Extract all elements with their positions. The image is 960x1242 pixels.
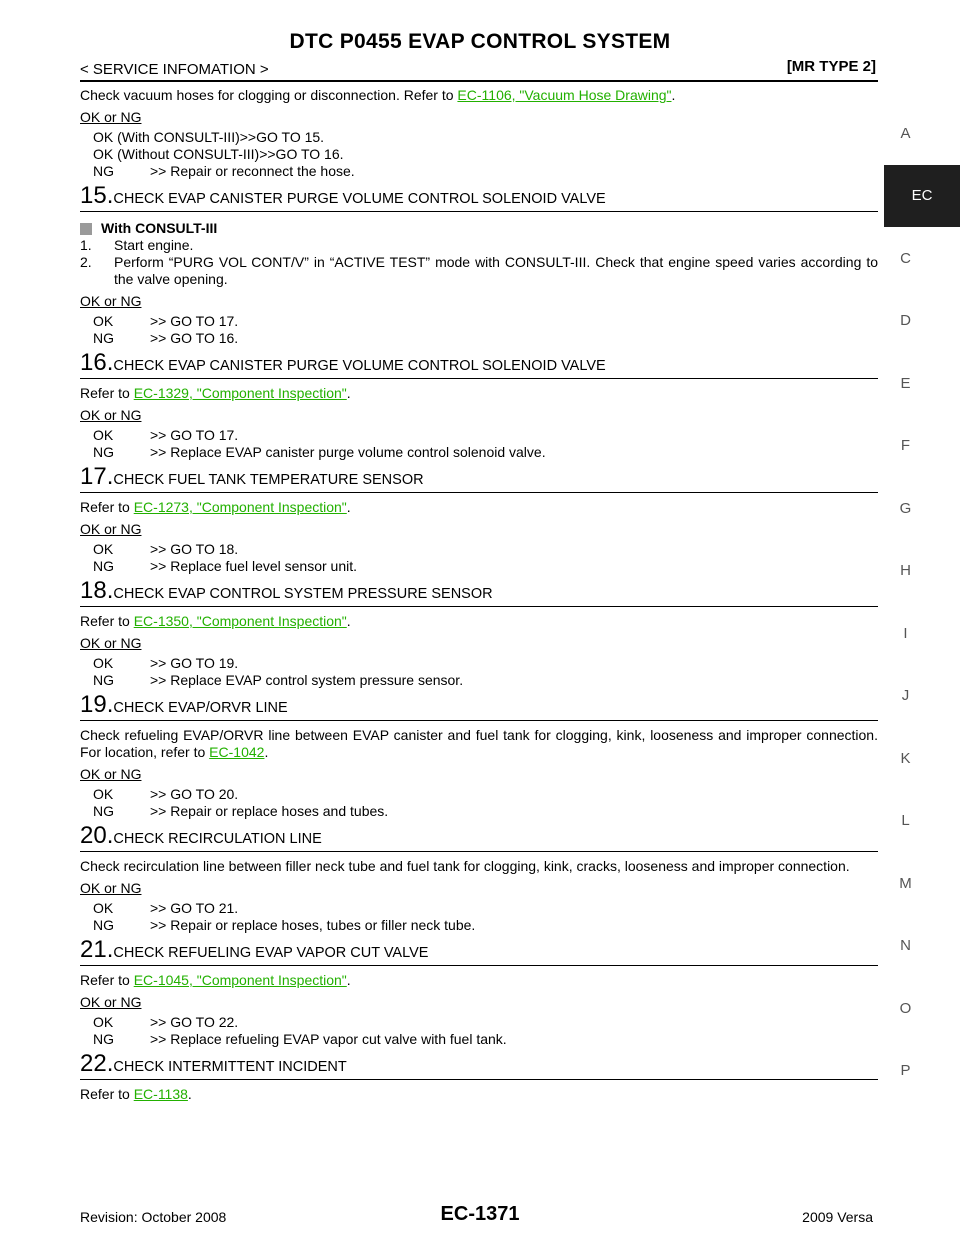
result-row: NG>> Replace refueling EVAP vapor cut va…	[93, 1031, 507, 1047]
intro-text: Check vacuum hoses for clogging or disco…	[80, 87, 676, 103]
result-row: NG>> Replace fuel level sensor unit.	[93, 558, 358, 574]
step-18-text: Refer to EC-1350, "Component Inspection"…	[80, 613, 351, 629]
ok-ng-label: OK or NG	[80, 994, 142, 1010]
index-l[interactable]: L	[901, 812, 910, 830]
index-c[interactable]: C	[900, 249, 911, 267]
index-n[interactable]: N	[900, 937, 911, 955]
result-list: OK>> GO TO 17. NG>> GO TO 16.	[93, 313, 878, 347]
result-list: OK>> GO TO 19. NG>> Replace EVAP control…	[93, 655, 878, 689]
result-row: NG>> Replace EVAP control system pressur…	[93, 672, 464, 688]
with-consult-label: With CONSULT-III	[80, 220, 878, 237]
result-row: NG>> Repair or replace hoses and tubes.	[93, 803, 389, 819]
step-21-heading: 21.CHECK REFUELING EVAP VAPOR CUT VALVE	[80, 937, 878, 966]
index-d[interactable]: D	[900, 312, 911, 330]
result-list: OK>> GO TO 18. NG>> Replace fuel level s…	[93, 541, 878, 575]
component-inspection-link[interactable]: EC-1045, "Component Inspection"	[133, 972, 347, 988]
ok-ng-label: OK or NG	[80, 407, 142, 423]
index-j[interactable]: J	[901, 687, 910, 705]
step-17-heading: 17.CHECK FUEL TANK TEMPERATURE SENSOR	[80, 464, 878, 493]
index-k[interactable]: K	[900, 749, 911, 767]
result-row: OK (Without CONSULT-III)>>GO TO 16.	[93, 146, 344, 162]
header-rule	[80, 80, 878, 82]
result-row: OK>> GO TO 18.	[93, 541, 239, 557]
result-row: OK>> GO TO 17.	[93, 313, 239, 329]
procedure-content: Check vacuum hoses for clogging or disco…	[80, 87, 878, 1103]
list-item: 1.Start engine.	[80, 237, 194, 253]
section-index-sidebar: A EC C D E F G H I J K L M N O P	[884, 102, 960, 1102]
result-list: OK (With CONSULT-III)>>GO TO 15. OK (Wit…	[93, 129, 878, 180]
index-a[interactable]: A	[900, 124, 911, 142]
step-18-heading: 18.CHECK EVAP CONTROL SYSTEM PRESSURE SE…	[80, 578, 878, 607]
result-list: OK>> GO TO 21. NG>> Repair or replace ho…	[93, 900, 878, 934]
result-list: OK>> GO TO 17. NG>> Replace EVAP caniste…	[93, 427, 878, 461]
step-22-heading: 22.CHECK INTERMITTENT INCIDENT	[80, 1051, 878, 1080]
index-p[interactable]: P	[900, 1062, 911, 1080]
consult-square-icon	[80, 222, 92, 235]
result-row: NG>> Repair or replace hoses, tubes or f…	[93, 917, 476, 933]
section-label: < SERVICE INFOMATION >	[80, 61, 269, 78]
result-list: OK>> GO TO 20. NG>> Repair or replace ho…	[93, 786, 878, 820]
ok-ng-label: OK or NG	[80, 635, 142, 651]
index-ec[interactable]: EC	[884, 164, 960, 227]
list-item: 2.Perform “PURG VOL CONT/V” in “ACTIVE T…	[80, 254, 878, 287]
ok-ng-label: OK or NG	[80, 766, 142, 782]
index-e[interactable]: E	[900, 374, 911, 392]
index-o[interactable]: O	[899, 999, 912, 1017]
index-h[interactable]: H	[900, 562, 911, 580]
revision-date: Revision: October 2008	[80, 1209, 227, 1225]
result-row: OK>> GO TO 17.	[93, 427, 239, 443]
model-label: [MR TYPE 2]	[786, 58, 876, 75]
index-g[interactable]: G	[899, 499, 912, 517]
step-19-heading: 19.CHECK EVAP/ORVR LINE	[80, 692, 878, 721]
index-i[interactable]: I	[903, 624, 908, 642]
page-title: DTC P0455 EVAP CONTROL SYSTEM	[289, 30, 671, 53]
result-row: NG>> GO TO 16.	[93, 330, 239, 346]
step-19-text: Check refueling EVAP/ORVR line between E…	[80, 727, 878, 760]
step-15-heading: 15.CHECK EVAP CANISTER PURGE VOLUME CONT…	[80, 183, 878, 212]
step-20-heading: 20.CHECK RECIRCULATION LINE	[80, 823, 878, 852]
result-list: OK>> GO TO 22. NG>> Replace refueling EV…	[93, 1014, 878, 1048]
ok-ng-label: OK or NG	[80, 521, 142, 537]
step-16-heading: 16.CHECK EVAP CANISTER PURGE VOLUME CONT…	[80, 350, 878, 379]
model-year: 2009 Versa	[802, 1209, 873, 1225]
index-f[interactable]: F	[900, 437, 911, 455]
ok-ng-label: OK or NG	[80, 293, 142, 309]
ok-ng-label: OK or NG	[80, 109, 142, 125]
component-inspection-link[interactable]: EC-1329, "Component Inspection"	[133, 385, 347, 401]
result-row: OK>> GO TO 22.	[93, 1014, 239, 1030]
component-inspection-link[interactable]: EC-1273, "Component Inspection"	[133, 499, 347, 515]
result-row: NG>> Repair or reconnect the hose.	[93, 163, 355, 179]
step-21-text: Refer to EC-1045, "Component Inspection"…	[80, 972, 351, 988]
result-row: NG>> Replace EVAP canister purge volume …	[93, 444, 546, 460]
result-row: OK>> GO TO 19.	[93, 655, 239, 671]
page-number: EC-1371	[440, 1203, 520, 1225]
step-22-text: Refer to EC-1138.	[80, 1086, 192, 1102]
step-20-text: Check recirculation line between filler …	[80, 858, 850, 874]
location-link[interactable]: EC-1042	[209, 744, 265, 760]
ok-ng-label: OK or NG	[80, 880, 142, 896]
intermittent-incident-link[interactable]: EC-1138	[133, 1086, 188, 1102]
step-16-text: Refer to EC-1329, "Component Inspection"…	[80, 385, 351, 401]
vacuum-hose-drawing-link[interactable]: EC-1106, "Vacuum Hose Drawing"	[457, 87, 672, 103]
result-row: OK>> GO TO 21.	[93, 900, 239, 916]
step-17-text: Refer to EC-1273, "Component Inspection"…	[80, 499, 351, 515]
index-m[interactable]: M	[899, 874, 912, 892]
component-inspection-link[interactable]: EC-1350, "Component Inspection"	[133, 613, 347, 629]
result-row: OK (With CONSULT-III)>>GO TO 15.	[93, 129, 325, 145]
result-row: OK>> GO TO 20.	[93, 786, 239, 802]
